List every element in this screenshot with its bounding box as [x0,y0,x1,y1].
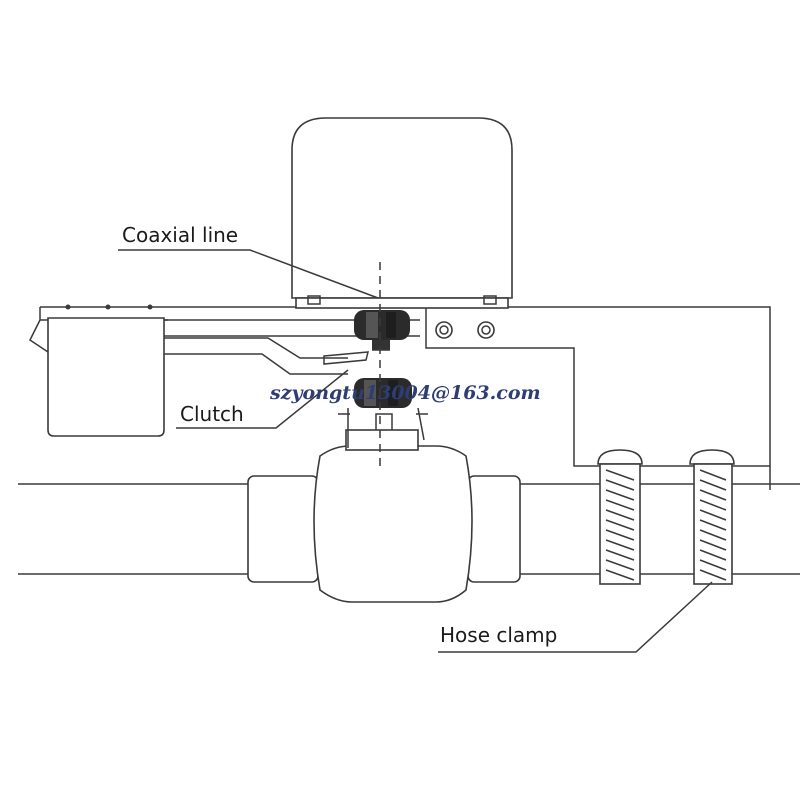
pipe [18,483,800,575]
watermark-text: szyongtu13004@163.com [269,382,541,404]
mounting-bracket [29,304,771,490]
hose-clamp-right [689,449,735,585]
coupling-knob-lower [338,378,428,448]
label-coaxial-line: Coaxial line [122,223,238,247]
actuator-housing [291,117,513,309]
lever-arm [164,337,348,375]
callout-leaders [118,249,713,653]
hose-clamp-left [597,449,643,585]
ball-valve [247,413,521,603]
label-clutch: Clutch [180,402,244,426]
label-hose-clamp: Hose clamp [440,623,557,647]
coupling-knob-upper [354,310,410,350]
clutch-plate [323,349,390,365]
